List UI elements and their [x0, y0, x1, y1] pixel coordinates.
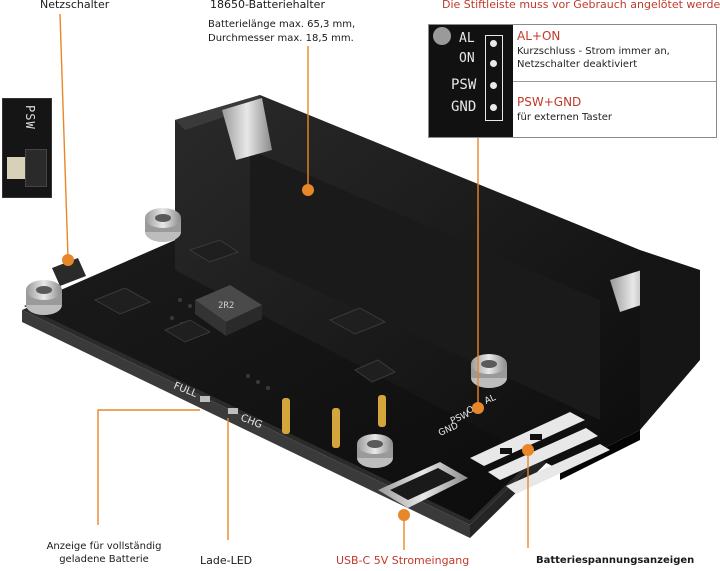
charge-led-label: Lade-LED	[200, 554, 253, 567]
callout-dots	[62, 184, 534, 521]
callout-pin-gnd: GND	[451, 99, 477, 115]
callout-pin-psw: PSW	[451, 77, 477, 93]
pin-header-photo: AL ON PSW GND	[429, 25, 513, 137]
inductor: 2R2	[195, 285, 262, 336]
battery-level-label: Batteriespannungsanzeigen	[536, 555, 695, 566]
usb-c-port	[378, 462, 468, 508]
full-indicator-label: Anzeige für vollständig geladene Batteri…	[44, 540, 164, 566]
full-led	[200, 396, 210, 402]
psw-gnd-line-1: für externen Taster	[517, 112, 613, 123]
ic-chips	[93, 239, 397, 383]
pogo-pins	[282, 395, 386, 448]
callout-leaders	[59, 13, 529, 550]
pin-header-callout: AL ON PSW GND AL+ON Kurzschluss - Strom …	[428, 24, 717, 138]
switch-body	[25, 149, 47, 187]
psw-gnd-title: PSW+GND	[517, 95, 582, 109]
full-indicator-line-1: Anzeige für vollständig	[46, 541, 162, 552]
callout-pin-on: ON	[459, 51, 475, 66]
inset-psw-label: PSW	[23, 105, 37, 130]
battery-holder-spec-1: Batterielänge max. 65,3 mm,	[208, 19, 356, 30]
al-on-line-2: Netzschalter deaktiviert	[517, 59, 638, 70]
power-switch-inset: PSW	[2, 98, 52, 198]
silkscreen-pin-al: AL	[483, 393, 497, 407]
full-indicator-line-2: geladene Batterie	[59, 554, 149, 565]
callout-pin-al: AL	[459, 31, 475, 46]
battery-holder	[175, 95, 700, 480]
power-switch	[52, 258, 86, 286]
battery-level-leds	[470, 412, 610, 494]
power-switch-label: Netzschalter	[40, 0, 110, 11]
solder-note: Die Stiftleiste muss vor Gebrauch angelö…	[442, 0, 720, 11]
callout-divider	[513, 81, 717, 82]
charge-led-component	[228, 408, 238, 414]
switch-slider	[7, 157, 25, 179]
battery-holder-title: 18650-Batteriehalter	[210, 0, 325, 11]
standoffs	[26, 208, 507, 468]
al-on-title: AL+ON	[517, 29, 561, 43]
callout-standoff	[433, 27, 451, 45]
pin-header-outline	[485, 35, 503, 121]
usb-c-label: USB-C 5V Stromeingang	[336, 554, 470, 567]
al-on-line-1: Kurzschluss - Strom immer an,	[517, 46, 670, 57]
inductor-marking: 2R2	[218, 301, 234, 311]
battery-holder-spec-2: Durchmesser max. 18,5 mm.	[208, 33, 354, 44]
